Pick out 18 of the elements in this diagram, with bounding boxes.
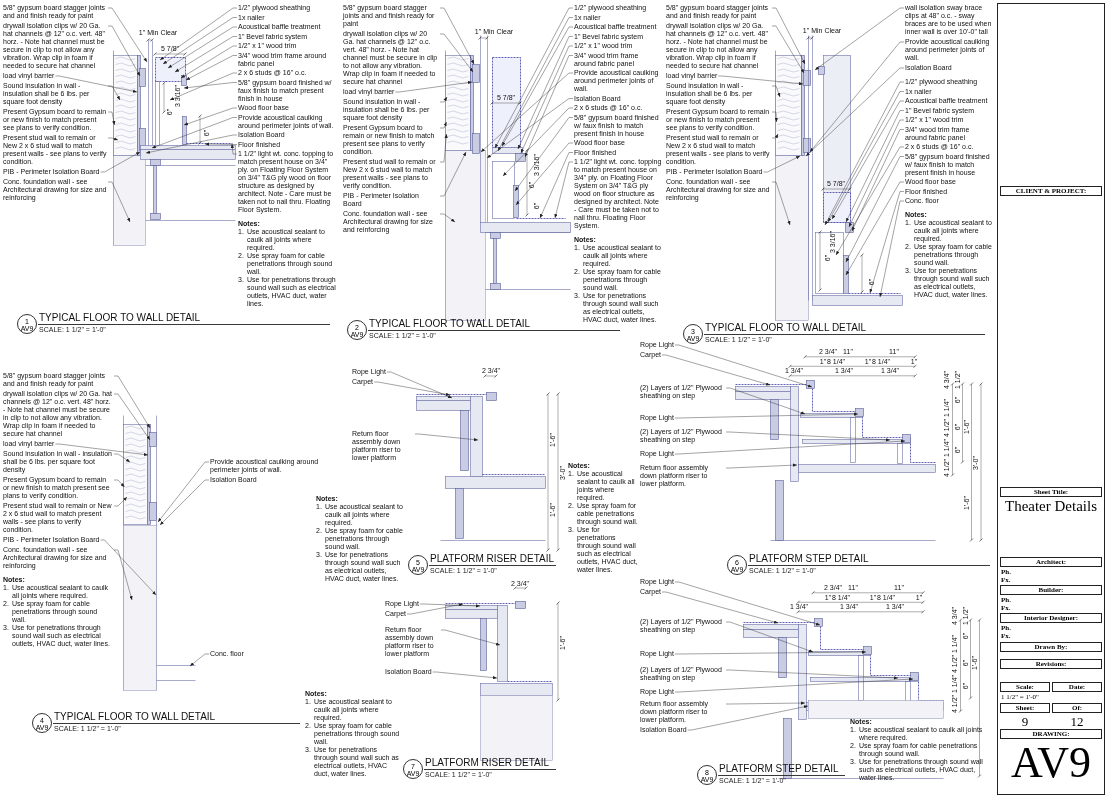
detail-title: PLATFORM RISER DETAIL: [430, 553, 555, 564]
detail-title: TYPICAL FLOOR TO WALL DETAIL: [705, 322, 867, 333]
wall-section-drawing: [444, 34, 571, 321]
detail-title: PLATFORM RISER DETAIL: [425, 757, 550, 768]
wall-section-drawing: [112, 39, 236, 246]
drawing-number: AV9: [1010, 740, 1092, 786]
detail-title: TYPICAL FLOOR TO WALL DETAIL: [369, 318, 531, 329]
sheet-title: Theater Details: [1003, 498, 1098, 514]
detail-title: PLATFORM STEP DETAIL: [749, 553, 869, 564]
wall-section-drawing: [122, 414, 196, 691]
detail-title: TYPICAL FLOOR TO WALL DETAIL: [54, 711, 216, 722]
sheet-number: 9: [1020, 714, 1030, 730]
wall-section-drawing: [774, 34, 903, 321]
platform-riser-drawing: [415, 391, 546, 541]
detail-title: PLATFORM STEP DETAIL: [719, 763, 839, 774]
platform-step-drawing: [734, 379, 936, 541]
detail-title: TYPICAL FLOOR TO WALL DETAIL: [39, 312, 201, 323]
sheet-count: 12: [1069, 714, 1085, 730]
